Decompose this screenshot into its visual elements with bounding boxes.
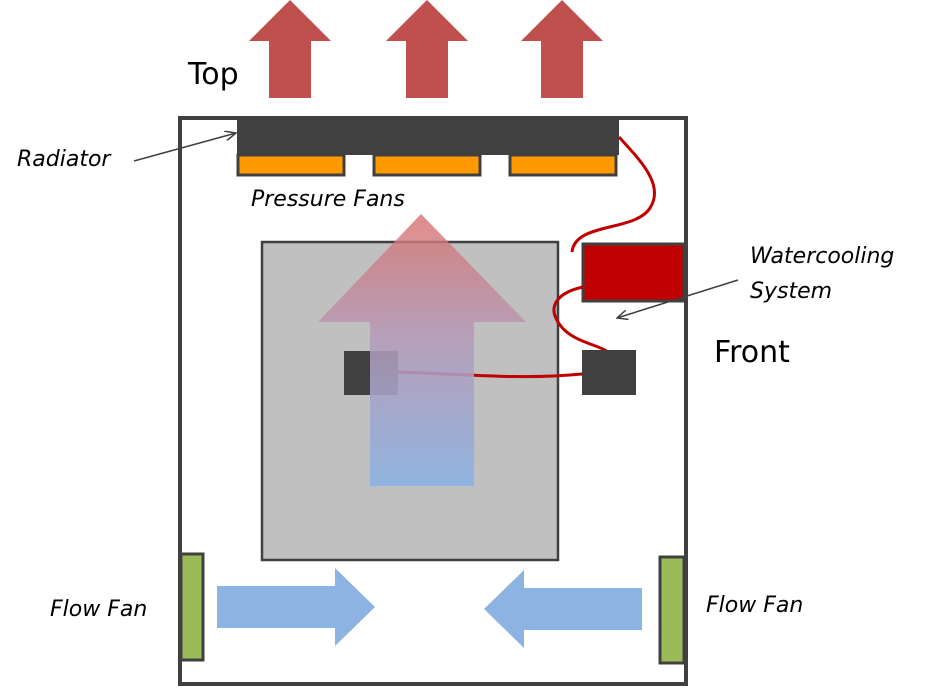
front-label: Front xyxy=(714,335,790,370)
pump-reservoir xyxy=(581,242,686,303)
intake-arrow-left xyxy=(217,568,375,646)
radiator-callout-line xyxy=(133,133,236,162)
coolant-tube-upper xyxy=(570,135,657,253)
exhaust-arrow-left xyxy=(249,0,331,98)
flow-fan-left xyxy=(179,552,205,662)
flow-fan-right-label: Flow Fan xyxy=(706,593,804,618)
radiator xyxy=(237,117,619,155)
pressure-fans-label: Pressure Fans xyxy=(251,187,405,212)
watercooling-label-line1: Watercooling xyxy=(750,244,895,269)
flow-fan-left-label: Flow Fan xyxy=(50,597,148,622)
intake-arrow-right xyxy=(484,570,642,648)
watercooling-callout-line xyxy=(617,279,739,318)
rising-airflow-arrow xyxy=(318,214,526,486)
coolant-tube-middle xyxy=(552,285,609,354)
exhaust-arrow-right xyxy=(521,0,603,98)
watercooling-label-line2: System xyxy=(750,279,833,304)
front-block xyxy=(582,350,636,395)
pressure-fan-1 xyxy=(236,153,346,177)
pressure-fan-3 xyxy=(508,153,618,177)
top-label: Top xyxy=(188,57,239,92)
exhaust-arrow-middle xyxy=(386,0,468,98)
flow-fan-right xyxy=(658,555,686,665)
pressure-fan-2 xyxy=(372,153,482,177)
radiator-label: Radiator xyxy=(17,147,111,172)
